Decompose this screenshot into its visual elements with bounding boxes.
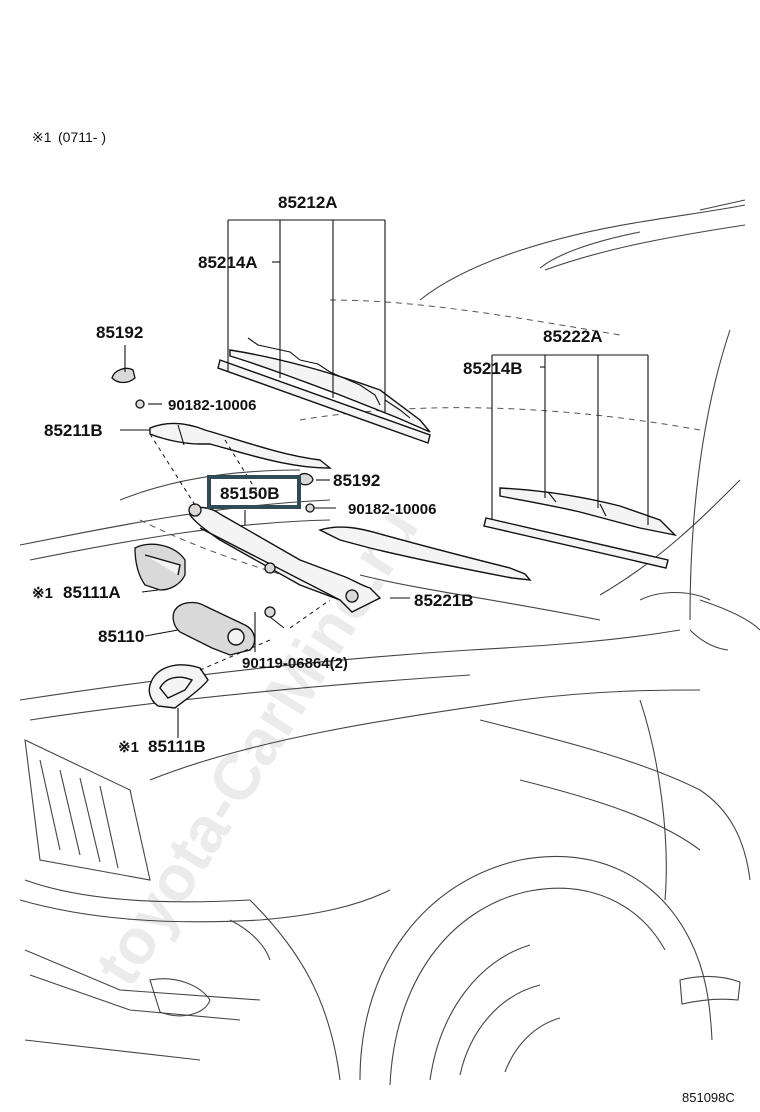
leader-lines bbox=[120, 219, 649, 738]
callout-85111A-note: ※1 bbox=[32, 585, 53, 602]
header-note: ※1 (0711- ) bbox=[32, 129, 106, 145]
callout-85192-mid[interactable]: 85192 bbox=[333, 471, 380, 490]
callout-85214B[interactable]: 85214B bbox=[463, 359, 523, 378]
part-85211B-arm-left[interactable] bbox=[149, 422, 332, 469]
note-symbol: ※1 bbox=[32, 129, 52, 145]
callout-90182-top[interactable]: 90182-10006 bbox=[168, 397, 256, 414]
callout-85211B[interactable]: 85211B bbox=[44, 421, 103, 440]
part-85150B-link-assy[interactable] bbox=[188, 503, 382, 613]
callout-85111B[interactable]: 85111B bbox=[148, 737, 206, 756]
callout-85221B[interactable]: 85221B bbox=[414, 591, 474, 610]
callout-90119[interactable]: 90119-06864(2) bbox=[242, 655, 348, 672]
vehicle-outline bbox=[19, 199, 760, 1086]
part-85222A-blade-right[interactable] bbox=[483, 487, 678, 569]
callout-90182-mid[interactable]: 90182-10006 bbox=[348, 501, 436, 518]
callout-85110[interactable]: 85110 bbox=[98, 627, 144, 646]
diagram-code: 851098C bbox=[682, 1090, 735, 1105]
part-90182-nut-mid[interactable] bbox=[305, 503, 315, 513]
part-90119-bolt[interactable] bbox=[264, 606, 285, 629]
callout-85150B[interactable]: 85150B bbox=[220, 484, 280, 503]
part-85192-cap-mid[interactable] bbox=[299, 473, 314, 486]
part-85111A-cover[interactable] bbox=[134, 543, 186, 591]
callout-85222A[interactable]: 85222A bbox=[543, 327, 603, 346]
callout-85192-top[interactable]: 85192 bbox=[96, 323, 143, 342]
callout-85111B-note: ※1 bbox=[118, 739, 139, 756]
highlight-box bbox=[207, 475, 301, 509]
part-85192-cap-top[interactable] bbox=[111, 367, 136, 384]
note-date-range: (0711- ) bbox=[58, 129, 106, 145]
callout-85212A[interactable]: 85212A bbox=[278, 193, 338, 212]
part-90182-nut-top[interactable] bbox=[135, 399, 145, 409]
callout-85214A[interactable]: 85214A bbox=[198, 253, 258, 272]
part-85111B-gasket[interactable] bbox=[148, 664, 209, 709]
callout-85111A[interactable]: 85111A bbox=[63, 583, 121, 602]
part-85110-motor[interactable] bbox=[172, 601, 256, 656]
part-85212A-blade-left[interactable] bbox=[217, 337, 431, 444]
part-85221B-arm-right[interactable] bbox=[318, 526, 532, 581]
